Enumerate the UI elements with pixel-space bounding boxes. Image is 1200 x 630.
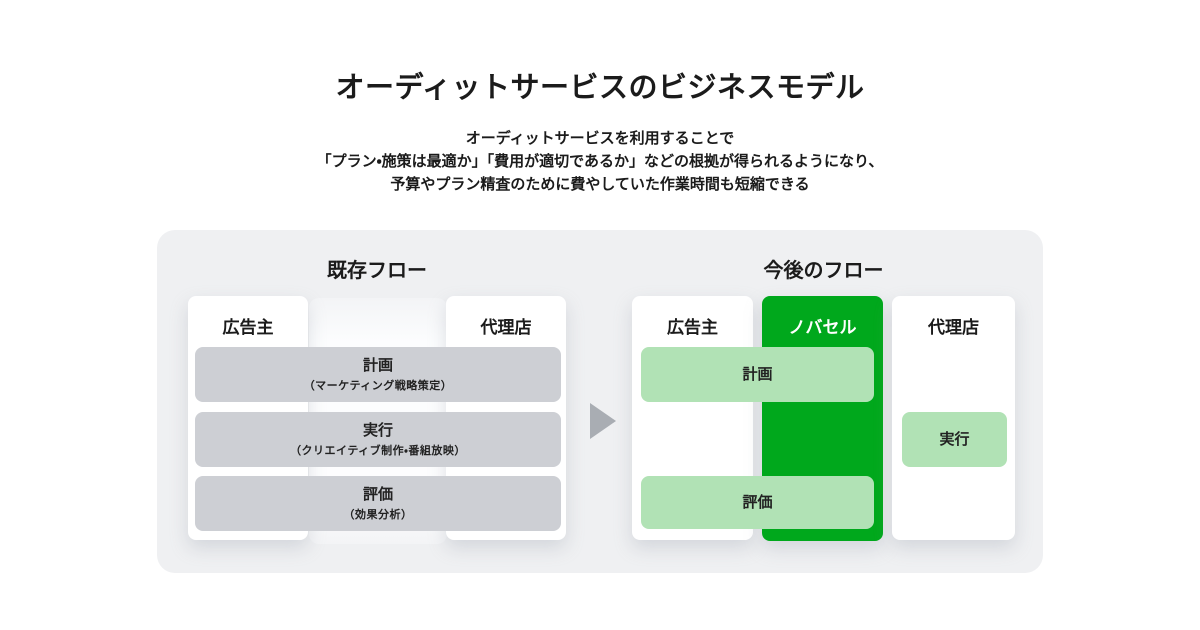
- subtitle-line: 予算やプラン精査のために費やしていた作業時間も短縮できる: [390, 176, 810, 193]
- step-label: 計画: [742, 366, 773, 383]
- future-step-execute: 実行: [902, 412, 1007, 467]
- right-arrow-icon: [590, 403, 616, 439]
- future-flow-heading: 今後のフロー: [763, 260, 884, 282]
- step-sublabel: （クリエイティブ制作・番組放映）: [290, 445, 466, 457]
- page-subtitle: オーディットサービスを利用することで 「プラン・施策は最適か」「費用が適切である…: [0, 127, 1200, 196]
- column-label: 広告主: [667, 318, 718, 337]
- step-label: 実行: [362, 422, 393, 439]
- existing-step-evaluate: 評価 （効果分析）: [195, 476, 561, 531]
- step-label: 評価: [362, 486, 393, 503]
- diagram-panel: 既存フロー 今後のフロー 広告主 代理店 計画 （マーケティング戦略策定） 実行…: [157, 230, 1043, 573]
- subtitle-line: オーディットサービスを利用することで: [465, 130, 735, 147]
- step-label: 実行: [939, 431, 970, 448]
- page-title: オーディットサービスのビジネスモデル: [335, 72, 865, 104]
- existing-flow-heading: 既存フロー: [327, 260, 427, 282]
- future-step-plan: 計画: [641, 347, 874, 402]
- future-step-evaluate: 評価: [641, 476, 874, 529]
- step-label: 評価: [742, 494, 773, 511]
- existing-step-plan: 計画 （マーケティング戦略策定）: [195, 347, 561, 402]
- step-sublabel: （マーケティング戦略策定）: [303, 380, 453, 392]
- column-label: 代理店: [928, 318, 979, 337]
- column-label: ノバセル: [788, 318, 857, 337]
- column-label: 広告主: [222, 318, 274, 337]
- subtitle-line: 「プラン・施策は最適か」「費用が適切であるか」などの根拠が得られるようになり、: [316, 153, 884, 170]
- step-sublabel: （効果分析）: [343, 509, 413, 521]
- existing-step-execute: 実行 （クリエイティブ制作・番組放映）: [195, 412, 561, 467]
- step-label: 計画: [362, 357, 393, 374]
- column-label: 代理店: [480, 318, 532, 337]
